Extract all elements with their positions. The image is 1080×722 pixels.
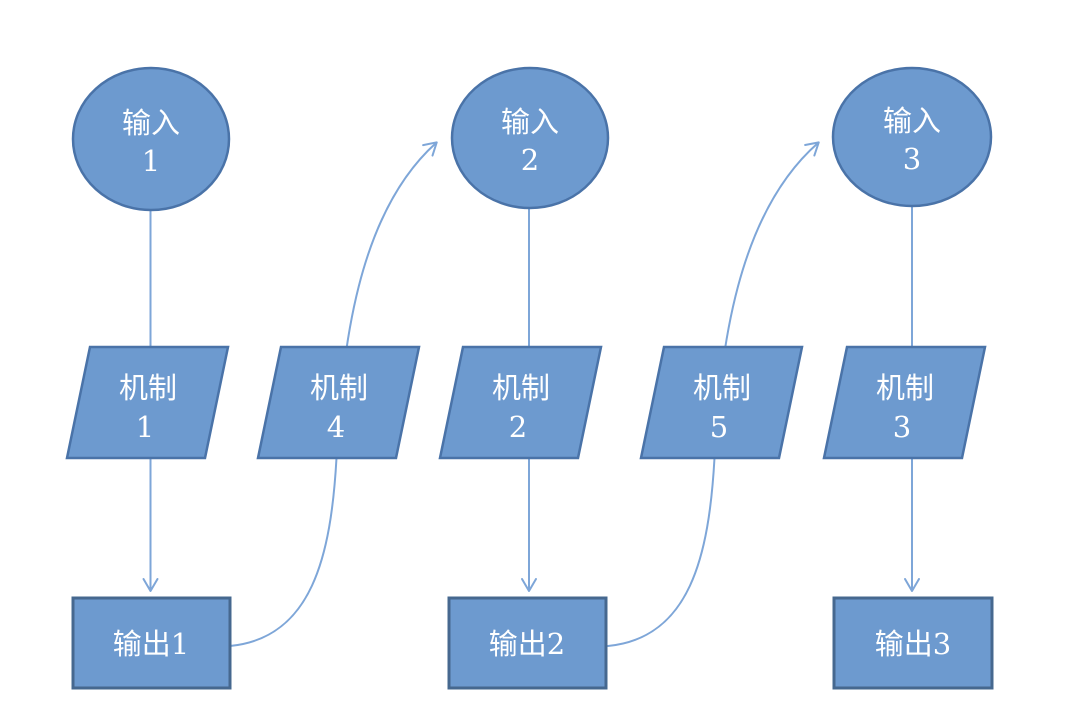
mechanism-2-label-line2: 2 (509, 410, 527, 444)
mechanism-1-label-line1: 机制 (119, 371, 177, 405)
input-1-label-line1: 输入 (122, 106, 180, 140)
mechanism-3-label-line2: 3 (893, 410, 911, 444)
mechanism-1-label-line2: 1 (136, 410, 154, 444)
input-node-2: 输入 2 (450, 66, 610, 210)
mechanism-node-5: 机制 5 (639, 345, 804, 460)
output-1-label: 输出1 (113, 627, 189, 661)
mechanism-node-1: 机制 1 (65, 345, 230, 460)
output-node-3: 输出3 (832, 596, 994, 690)
output-node-2: 输出2 (447, 596, 608, 690)
output-2-rectangle (447, 596, 608, 690)
mechanism-3-parallelogram (822, 345, 987, 460)
output-node-1: 输出1 (71, 596, 232, 690)
output-3-rectangle (832, 596, 994, 690)
mechanism-4-label-line2: 4 (327, 410, 345, 444)
mechanism-5-parallelogram (639, 345, 804, 460)
input-3-label-line2: 3 (903, 142, 921, 176)
input-2-label-line2: 2 (521, 143, 539, 177)
output-3-label: 输出3 (875, 627, 951, 661)
input-3-circle (831, 66, 993, 208)
mechanism-5-label-line1: 机制 (693, 371, 751, 405)
output-1-rectangle (71, 596, 232, 690)
mechanism-2-parallelogram (438, 345, 603, 460)
mechanism-node-4: 机制 4 (256, 345, 421, 460)
mechanism-5-label-line2: 5 (710, 410, 728, 444)
mechanism-node-2: 机制 2 (438, 345, 603, 460)
mechanism-3-label-line1: 机制 (876, 371, 934, 405)
input-2-label-line1: 输入 (501, 105, 559, 139)
input-node-1: 输入 1 (71, 66, 231, 212)
input-1-circle (71, 66, 231, 212)
mechanism-4-label-line1: 机制 (310, 371, 368, 405)
output-2-label: 输出2 (489, 627, 565, 661)
mechanism-node-3: 机制 3 (822, 345, 987, 460)
input-node-3: 输入 3 (831, 66, 993, 208)
input-3-label-line1: 输入 (883, 104, 941, 138)
mechanism-1-parallelogram (65, 345, 230, 460)
mechanism-2-label-line1: 机制 (492, 371, 550, 405)
input-2-circle (450, 66, 610, 210)
mechanism-4-parallelogram (256, 345, 421, 460)
input-1-label-line2: 1 (142, 144, 160, 178)
